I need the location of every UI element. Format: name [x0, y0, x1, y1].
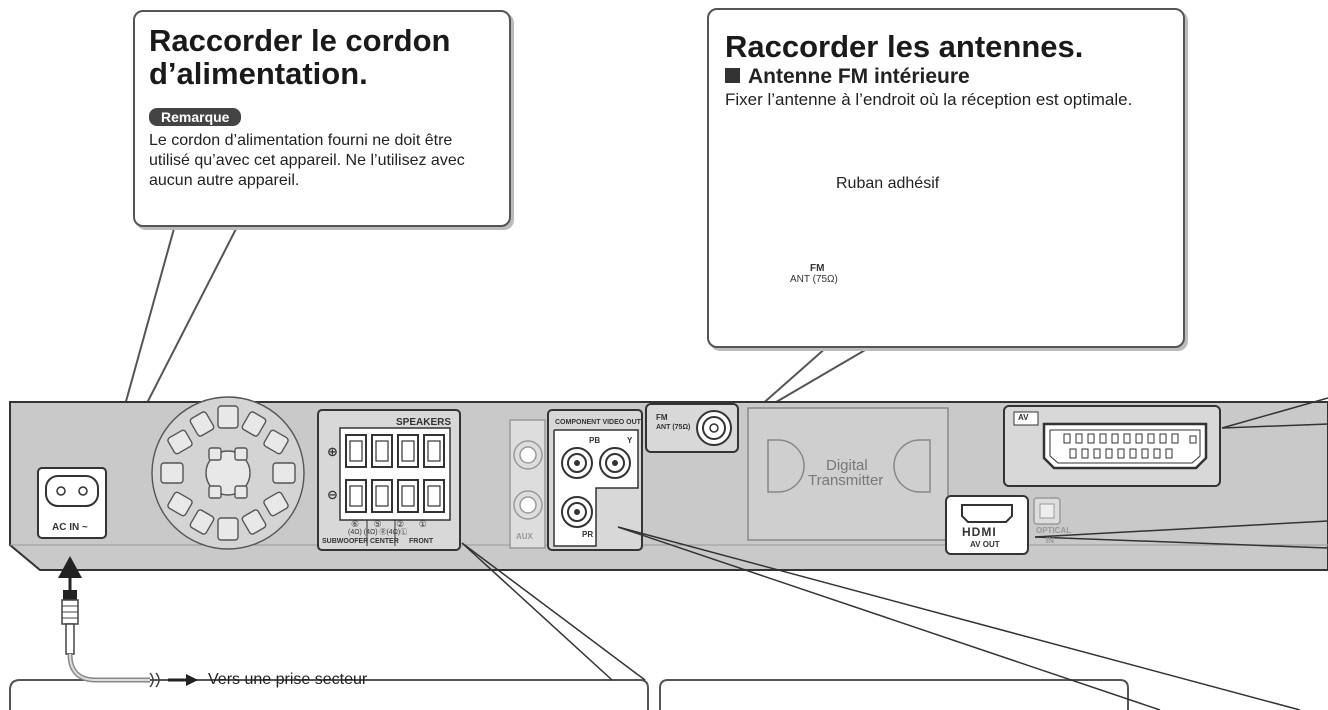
bullet-square-icon	[725, 68, 740, 83]
callout-fm-label-line1: FM	[810, 263, 825, 274]
callout-fm-label-line2: ANT (75Ω)	[790, 274, 838, 285]
power-plug-label: Vers une prise secteur	[208, 671, 368, 688]
speaker-numbers: ⑥ ⑤ ② ①	[351, 519, 433, 529]
speaker-callout-box	[9, 679, 649, 710]
fm-ant-label-line2: ANT (75Ω)	[656, 424, 691, 431]
ac-in-label: AC IN ~	[52, 522, 88, 533]
subwoofer-label: SUBWOOFER	[322, 538, 369, 545]
pb-label: PB	[589, 436, 601, 445]
power-callout-title-line1: Raccorder le cordon	[149, 23, 451, 58]
leader-lines	[461, 397, 1328, 710]
digital-label: Digital	[826, 457, 868, 474]
fan-grille	[151, 396, 305, 550]
fm-ant-label-line1: FM	[656, 413, 668, 422]
hdmi-av-out-port[interactable]	[945, 495, 1029, 555]
power-cord	[58, 556, 198, 688]
plus-sign: ⊕	[327, 444, 338, 459]
speakers-label: SPEAKERS	[396, 417, 452, 428]
center-label: CENTER	[370, 538, 399, 545]
antenna-body-text: Fixer l’antenne à l’endroit où la récept…	[725, 90, 1133, 109]
av-scart-connector[interactable]	[1003, 405, 1221, 487]
optical-in-port[interactable]	[1033, 497, 1061, 525]
antenna-subtitle: Antenne FM intérieure	[725, 65, 1167, 89]
antenna-callout-title: Raccorder les antennes.	[725, 29, 1084, 64]
speaker-ohms: (4Ω) (4Ω) Ⓡ(4Ω)Ⓛ	[348, 529, 408, 536]
tape-label: Ruban adhésif	[836, 175, 940, 192]
video-callout-box	[659, 679, 1129, 710]
optical-label-line1: OPTICAL	[1036, 526, 1072, 535]
ac-inlet[interactable]	[37, 467, 107, 539]
digital-transmitter-slot	[747, 407, 949, 541]
front-label: FRONT	[409, 538, 434, 545]
av-label: AV	[1018, 413, 1029, 422]
optical-label-line2: IN	[1046, 536, 1054, 545]
power-cord-callout: Raccorder le cordon d’alimentation. Rema…	[133, 10, 511, 227]
power-note-text: Le cordon d’alimentation fourni ne doit …	[149, 132, 465, 189]
power-callout-title-line2: d’alimentation.	[149, 56, 368, 91]
speaker-terminals[interactable]	[317, 409, 461, 551]
minus-sign: ⊖	[327, 487, 338, 502]
fm-antenna-jack[interactable]	[645, 403, 739, 453]
pr-label: PR	[582, 530, 594, 539]
y-label: Y	[627, 436, 633, 445]
component-video-out[interactable]	[547, 409, 643, 551]
hdmi-logo: HDMI	[962, 525, 997, 539]
note-badge: Remarque	[149, 108, 242, 126]
antenna-subtitle-text: Antenne FM intérieure	[748, 65, 970, 88]
aux-jacks[interactable]	[509, 419, 546, 549]
antenna-callout: Raccorder les antennes. Antenne FM intér…	[707, 8, 1185, 348]
component-video-label: COMPONENT VIDEO OUT	[555, 419, 641, 426]
aux-label: AUX	[516, 532, 533, 541]
av-out-label: AV OUT	[970, 540, 1000, 549]
transmitter-label: Transmitter	[808, 472, 884, 489]
